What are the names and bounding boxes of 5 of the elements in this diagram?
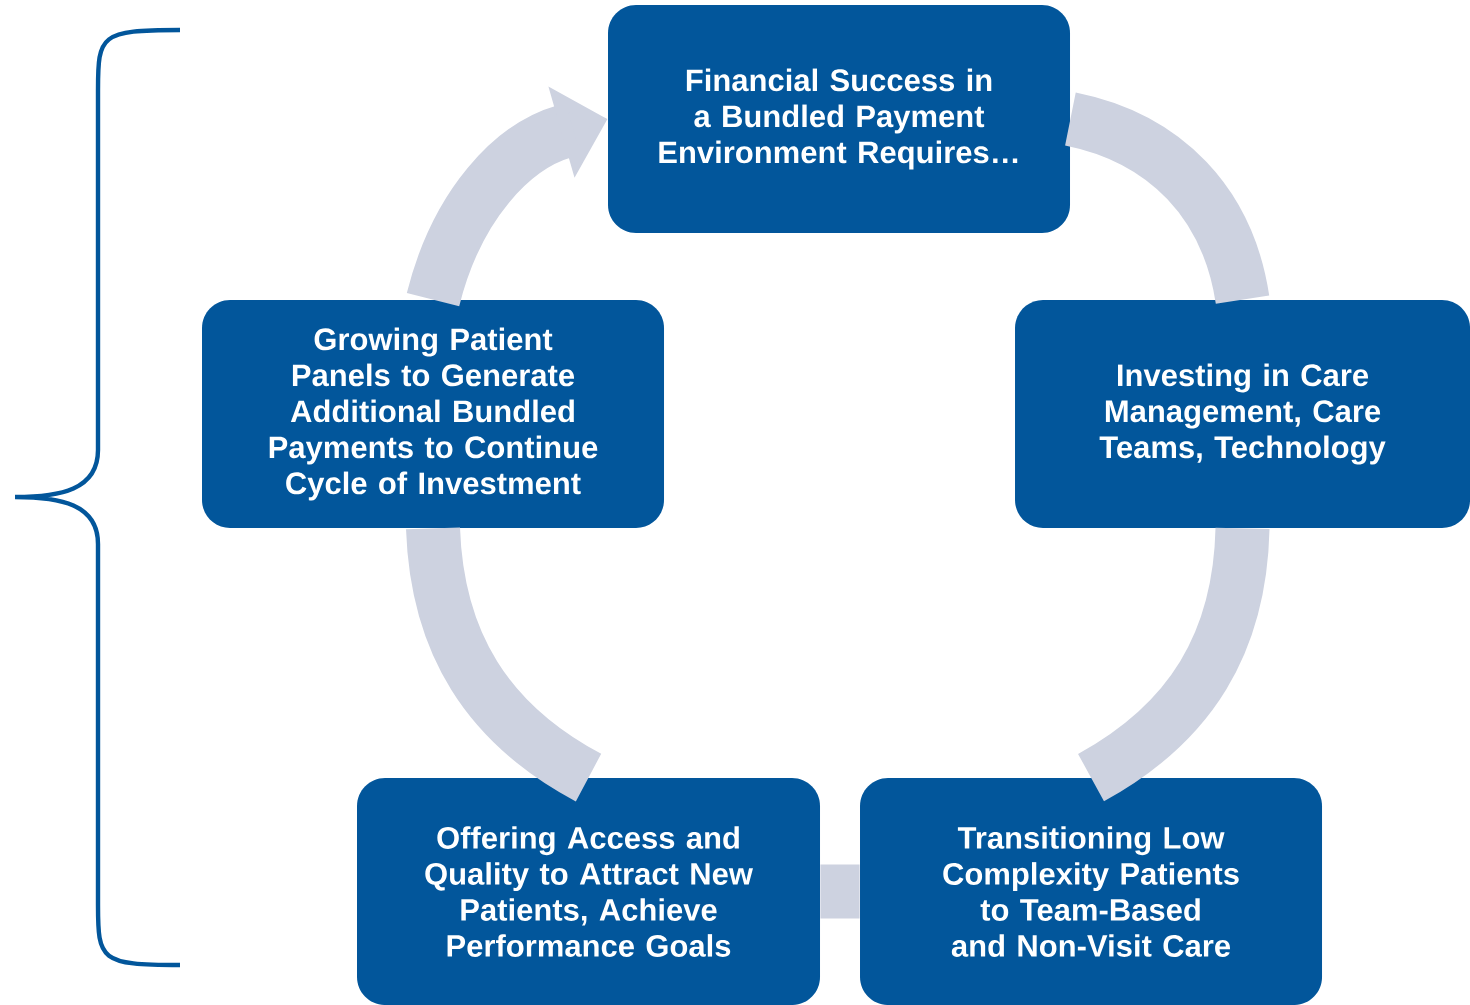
process-box: Offering Access and Quality to Attract New Patients, Achieve Performance Goals [357, 778, 820, 1005]
process-box: Investing in Care Management, Care Teams, Technology [1015, 300, 1470, 528]
process-box: Transitioning Low Complexity Patients to Team-Based and Non-Visit Care [860, 778, 1322, 1005]
process-box: Financial Success in a Bundled Payment Environment Requires… [608, 5, 1070, 233]
process-box: Growing Patient Panels to Generate Additional Bundled Payments to Continue Cycle of Investment [202, 300, 664, 528]
